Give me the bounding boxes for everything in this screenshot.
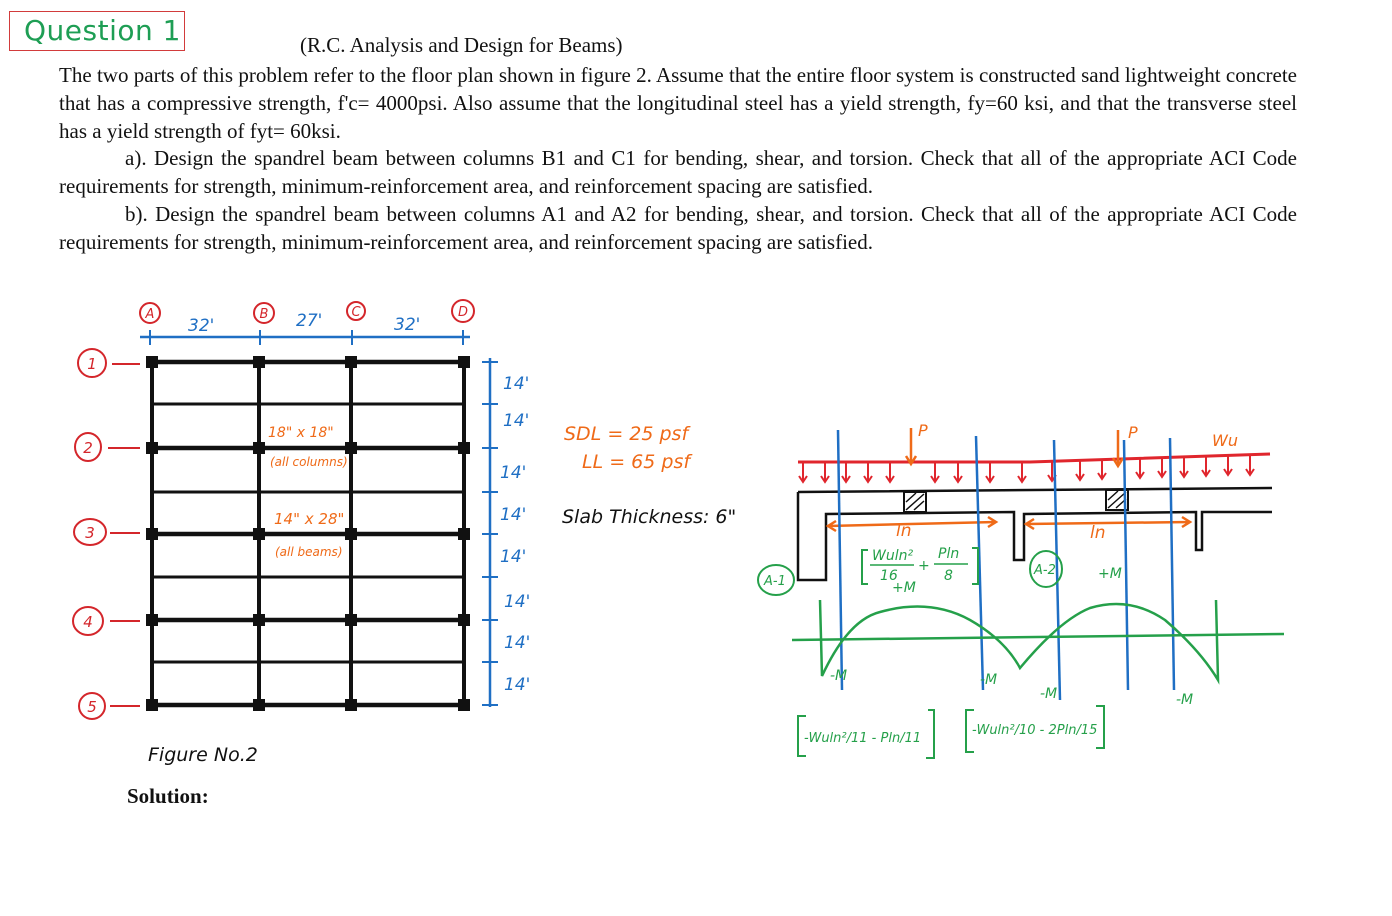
span-label-1: ln (896, 521, 912, 541)
column-label-a: A (145, 307, 155, 322)
figure-caption: Figure No.2 (148, 744, 258, 766)
support-label-a1: A-1 (763, 574, 786, 589)
span-arrow-1 (825, 515, 999, 533)
bay-width-cd: 32' (394, 315, 420, 335)
point-load-label-2: P (1128, 423, 1138, 442)
moment-curve (818, 599, 1220, 685)
column-marker-d (451, 299, 475, 323)
bay-width-bc: 27' (296, 311, 322, 331)
part-b-text: b). Design the spandrel beam between col… (59, 200, 1297, 256)
beam-elevation (796, 486, 1273, 582)
column-stub-2 (1105, 489, 1129, 511)
column-marker-b (253, 302, 275, 324)
ll-note: LL = 65 psf (582, 451, 693, 473)
row-spacing-4: 14' (500, 505, 526, 525)
row-spacing-2: 14' (503, 411, 529, 431)
negative-moment-label-3: -M (1040, 686, 1057, 702)
support-label-a2: A-2 (1033, 563, 1056, 578)
column-marker-c (346, 301, 366, 321)
beam-size-scope: (all beams) (275, 545, 343, 559)
row-spacing-8: 14' (504, 675, 530, 695)
point-load-arrow-1 (904, 428, 918, 467)
part-b-body: b). Design the spandrel beam between col… (59, 202, 1297, 254)
column-stub-1 (903, 491, 927, 513)
svg-text:+: + (918, 558, 930, 574)
part-a-text: a). Design the spandrel beam between col… (59, 144, 1297, 200)
row-label-1: 1 (87, 355, 97, 373)
row-spacing-1: 14' (503, 374, 529, 394)
row-spacing-6: 14' (504, 592, 530, 612)
row-spacing-3: 14' (500, 463, 526, 483)
bay-width-ab: 32' (188, 316, 214, 336)
part-a-body: a). Design the spandrel beam between col… (59, 146, 1297, 198)
row-marker-3 (73, 518, 107, 546)
positive-moment-label-2: +M (1098, 566, 1122, 582)
question-label: Question 1 (9, 11, 185, 51)
column-size-note: 18" x 18" (268, 425, 334, 441)
column-label-c: C (351, 305, 361, 320)
column-marker-a (139, 302, 161, 324)
floor-plan: A B C D 32' 27' 32' (72, 299, 530, 766)
negative-moment-formula-1: -Wuln²/11 - Pln/11 (804, 731, 921, 746)
problem-subtitle: (R.C. Analysis and Design for Beams) (300, 33, 623, 57)
beam-size-note: 14" x 28" (274, 510, 344, 528)
formula-pos-2-denominator: 8 (944, 568, 953, 584)
support-marker-a2 (1029, 550, 1063, 588)
load-notes: SDL = 25 psf LL = 65 psf Slab Thickness:… (562, 423, 736, 528)
row-marker-2 (74, 432, 102, 462)
point-load-label-1: P (918, 421, 928, 440)
negative-moment-formula-2: -Wuln²/10 - 2Pln/15 (972, 723, 1097, 738)
column-label-d: D (458, 305, 468, 320)
row-marker-1 (77, 348, 107, 378)
problem-intro: The two parts of this problem refer to t… (59, 63, 1297, 143)
row-label-3: 3 (85, 524, 95, 542)
span-label-2: ln (1090, 523, 1106, 543)
negative-moment-label-1: -M (830, 668, 847, 684)
row-label-2: 2 (83, 439, 93, 457)
sdl-note: SDL = 25 psf (564, 423, 691, 445)
negative-moment-label-2: -M (980, 672, 997, 688)
support-marker-a1 (757, 564, 795, 596)
distributed-load-line (798, 452, 1271, 464)
formula-pos-2-numerator: Pln (938, 546, 959, 562)
column-size-scope: (all columns) (270, 455, 348, 469)
slab-thickness-note: Slab Thickness: 6" (562, 506, 736, 528)
positive-moment-formula-1: Wuln² 16 + Pln 8 (861, 546, 979, 585)
point-load-arrow-2 (1111, 430, 1125, 469)
row-label-4: 4 (83, 613, 93, 631)
distributed-load-label: Wu (1212, 431, 1238, 450)
formula-pos-1-numerator: Wuln² (872, 548, 913, 564)
column-label-b: B (260, 307, 269, 322)
row-label-5: 5 (87, 698, 97, 716)
positive-moment-label-1: +M (892, 580, 916, 596)
row-spacing-5: 14' (500, 547, 526, 567)
beam-sketch: P P Wu ln ln (757, 421, 1285, 759)
formula-pos-1-denominator: 16 (880, 568, 898, 584)
row-marker-4 (72, 606, 104, 636)
moment-baseline (791, 632, 1285, 642)
solution-label: Solution: (127, 784, 209, 808)
span-arrow-2 (1023, 515, 1193, 531)
negative-moment-label-4: -M (1176, 692, 1193, 708)
row-spacing-7: 14' (504, 633, 530, 653)
row-marker-5 (78, 692, 106, 720)
